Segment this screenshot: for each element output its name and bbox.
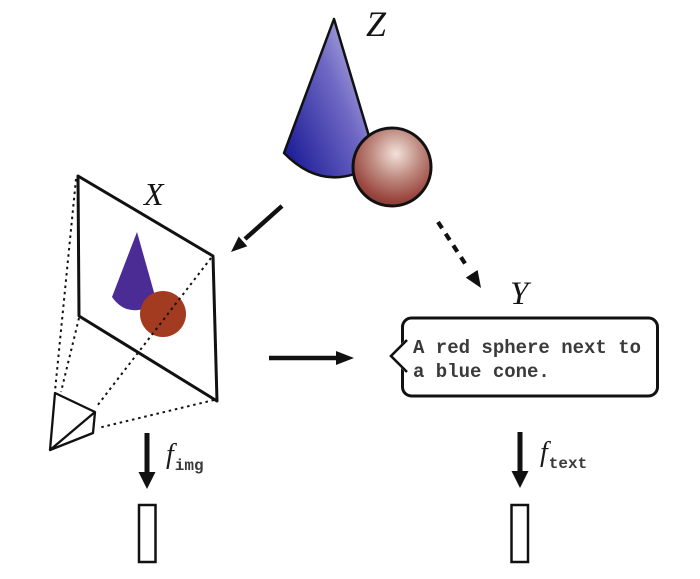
arrow-z-to-x (231, 204, 284, 252)
camera-frustum (54, 178, 215, 429)
f-subscript-img: img (174, 457, 204, 475)
arrow-f-text (511, 432, 529, 488)
embedding-vector-img (137, 503, 157, 564)
label-x: X (144, 176, 164, 212)
camera-pyramid (48, 391, 97, 452)
f-subscript-text: text (548, 455, 588, 473)
projected-cone (112, 232, 157, 311)
projected-sphere (140, 291, 186, 337)
arrow-z-to-y-dashed (436, 220, 481, 288)
embedding-vector-text (510, 503, 530, 564)
arrow-f-img (138, 433, 156, 489)
label-f-img: fimg (166, 439, 204, 475)
caption-text: A red sphere next to a blue cone. (413, 336, 653, 384)
label-f-text: ftext (540, 437, 587, 473)
label-z: Z (366, 4, 387, 44)
label-y: Y (510, 276, 529, 312)
caption-line-2: a blue cone. (413, 361, 550, 383)
f-letter: f (166, 439, 174, 470)
caption-line-1: A red sphere next to (413, 337, 642, 359)
f-letter: f (540, 437, 548, 468)
red-sphere-3d (351, 126, 433, 208)
speech-bubble (389, 316, 659, 398)
arrow-x-to-y (269, 351, 354, 365)
